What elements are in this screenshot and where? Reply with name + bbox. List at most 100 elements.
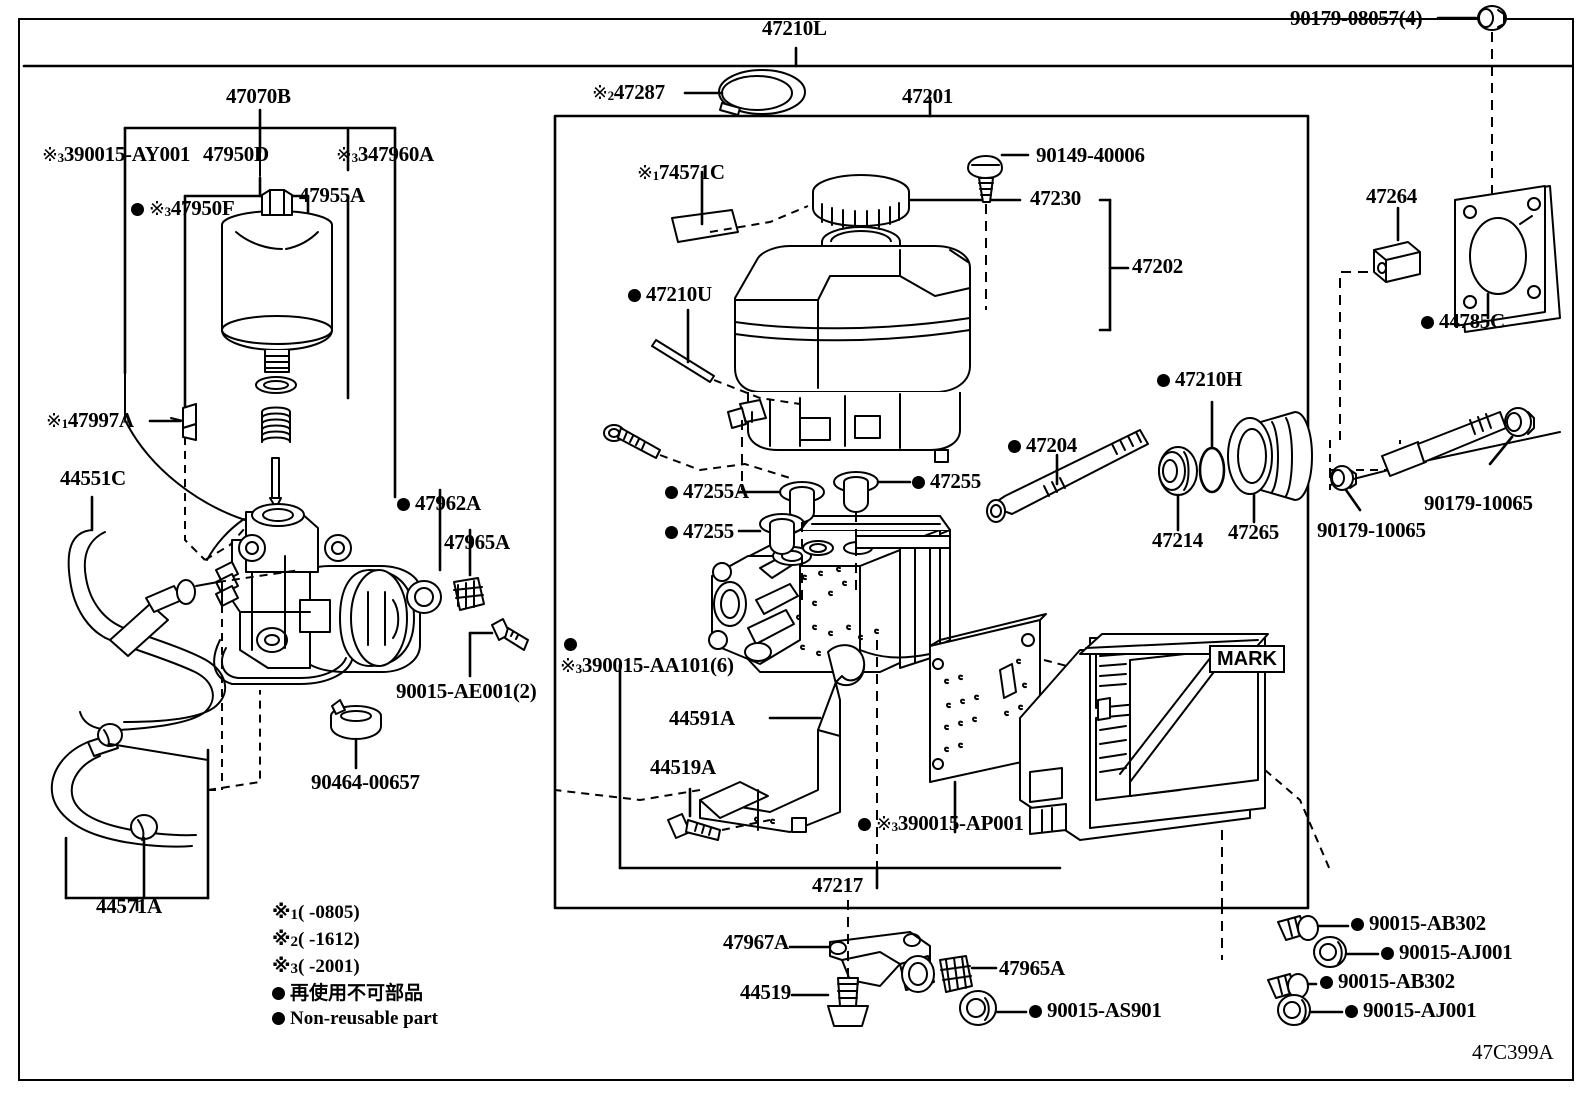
nonreusable-dot-icon [1029,1005,1042,1018]
label-47210H: 47210H [1157,369,1242,390]
label-44785C: 44785C [1421,311,1505,332]
long-bolt [603,424,791,479]
label-47255-left: 47255 [665,521,734,542]
nonreusable-dot-icon [912,476,925,489]
label-47255A: 47255A [665,481,749,502]
nonreusable-dot-icon [628,289,641,302]
oring-and-spring-stack [255,151,297,509]
label-47204: 47204 [1008,435,1077,456]
legend-nonreusable-en: Non-reusable part [272,1006,438,1031]
label-47997A: ※147997A [46,408,134,432]
nonreusable-dot-icon [1008,440,1021,453]
nonreusable-dot-icon [272,1012,285,1025]
label-47967A: 47967A [723,930,789,954]
label-90015-AJ001-1: 90015-AJ001 [1381,942,1513,963]
snap-ring-47287 [683,69,806,116]
ecu-body-47217 [1019,633,1331,960]
bracket-44591A [554,644,866,841]
label-90015-AB302-1: 90015-AB302 [1351,913,1486,934]
studs-90179-10065 [1329,407,1561,512]
label-47230: 47230 [1030,186,1082,210]
label-47210U: 47210U [628,284,712,305]
filter-47965A [453,528,485,611]
label-47950F: ※347950F [131,198,235,219]
label-47201: 47201 [902,84,954,108]
nonreusable-dot-icon [131,203,144,216]
nonreusable-dot-icon [665,486,678,499]
legend-block: ※1( -0805) ※2( -1612) ※3( -2001) 再使用不可部品… [272,900,438,1031]
label-390015-AY001: ※3390015-AY001 [42,142,191,166]
oring-47962A [406,488,442,614]
label-47950D: 47950D [203,142,269,166]
nonreusable-dot-icon [1320,976,1333,989]
legend-note-3: ※3( -2001) [272,955,360,977]
legend-note-1: ※1( -0805) [272,901,360,923]
bracket-390015-AA101 [618,663,1062,870]
label-90149-40006: 90149-40006 [1036,143,1145,167]
label-390015-AA101: ※3390015-AA101(6) [560,638,734,676]
label-47265: 47265 [1228,520,1280,544]
label-90015-AE001: 90015-AE001(2) [396,679,537,703]
diagram-outer-frame [18,18,1574,1081]
bracket-47210L [22,46,1574,68]
nonreusable-dot-icon [858,818,871,831]
nonreusable-dot-icon [1381,947,1394,960]
label-47202: 47202 [1132,254,1184,278]
label-44551C: 44551C [60,466,126,490]
label-47264: 47264 [1366,184,1418,208]
label-90464-00657: 90464-00657 [311,770,420,794]
label-47962A: 47962A [397,493,481,514]
oring-47210H [1198,400,1226,494]
legend-note-2: ※2( -1612) [272,928,360,950]
nonreusable-dot-icon [564,638,577,651]
label-44571A: 44571A [96,894,162,918]
bolt-90015-AE001 [468,618,529,678]
bracket-47967A [788,900,1028,1027]
label-47955A: 47955A [299,183,365,207]
part-47997A [148,403,197,441]
mark-callout: MARK [1209,645,1285,673]
box-47201 [553,96,1310,910]
gasket-44785C [1454,185,1561,333]
grommet-parts [737,471,912,600]
label-47070B: 47070B [226,84,291,108]
nut-90179-08057 [1436,5,1507,200]
label-90015-AS901: 90015-AS901 [1029,1000,1162,1021]
label-44519A: 44519A [650,755,716,779]
nonreusable-dot-icon [665,526,678,539]
label-90179-10065-left: 90179-10065 [1317,518,1426,542]
ecu-shield-plate [929,613,1091,834]
label-47965A: 47965A [444,530,510,554]
label-390015-AP001: ※3390015-AP001 [858,813,1024,834]
label-47217: 47217 [812,873,864,897]
nonreusable-dot-icon [272,987,285,1000]
label-74571C: ※174571C [637,160,725,184]
hose-44571A [50,690,261,912]
nonreusable-dot-icon [1345,1005,1358,1018]
clip-47264 [1339,206,1421,440]
label-90179-08057: 90179-08057(4) [1290,6,1423,30]
label-347960A: ※3347960A [336,142,434,166]
push-rod-47204 [986,429,1149,523]
label-90015-AJ001-2: 90015-AJ001 [1345,1000,1477,1021]
nonreusable-dot-icon [1421,316,1434,329]
label-47214: 47214 [1152,528,1204,552]
diagram-code: 47C399A [1472,1040,1554,1064]
legend-nonreusable-jp: 再使用不可部品 [272,981,438,1006]
abs-actuator-block [603,420,951,673]
label-90179-10065-right: 90179-10065 [1424,491,1533,515]
label-47287: ※247287 [592,80,665,104]
retainer-47214 [1158,446,1198,532]
nonreusable-dot-icon [1157,374,1170,387]
fastener-set-bottom-right [1267,915,1380,1026]
label-90015-AB302-2: 90015-AB302 [1320,971,1455,992]
label-47210L: 47210L [762,16,827,40]
label-47255-right: 47255 [912,471,981,492]
boot-47265 [1227,411,1313,524]
grommet-47210U [651,308,801,405]
nonreusable-dot-icon [397,498,410,511]
label-44519: 44519 [740,980,792,1004]
clamp-90464-00657 [330,699,382,770]
accumulator-part [204,189,333,561]
